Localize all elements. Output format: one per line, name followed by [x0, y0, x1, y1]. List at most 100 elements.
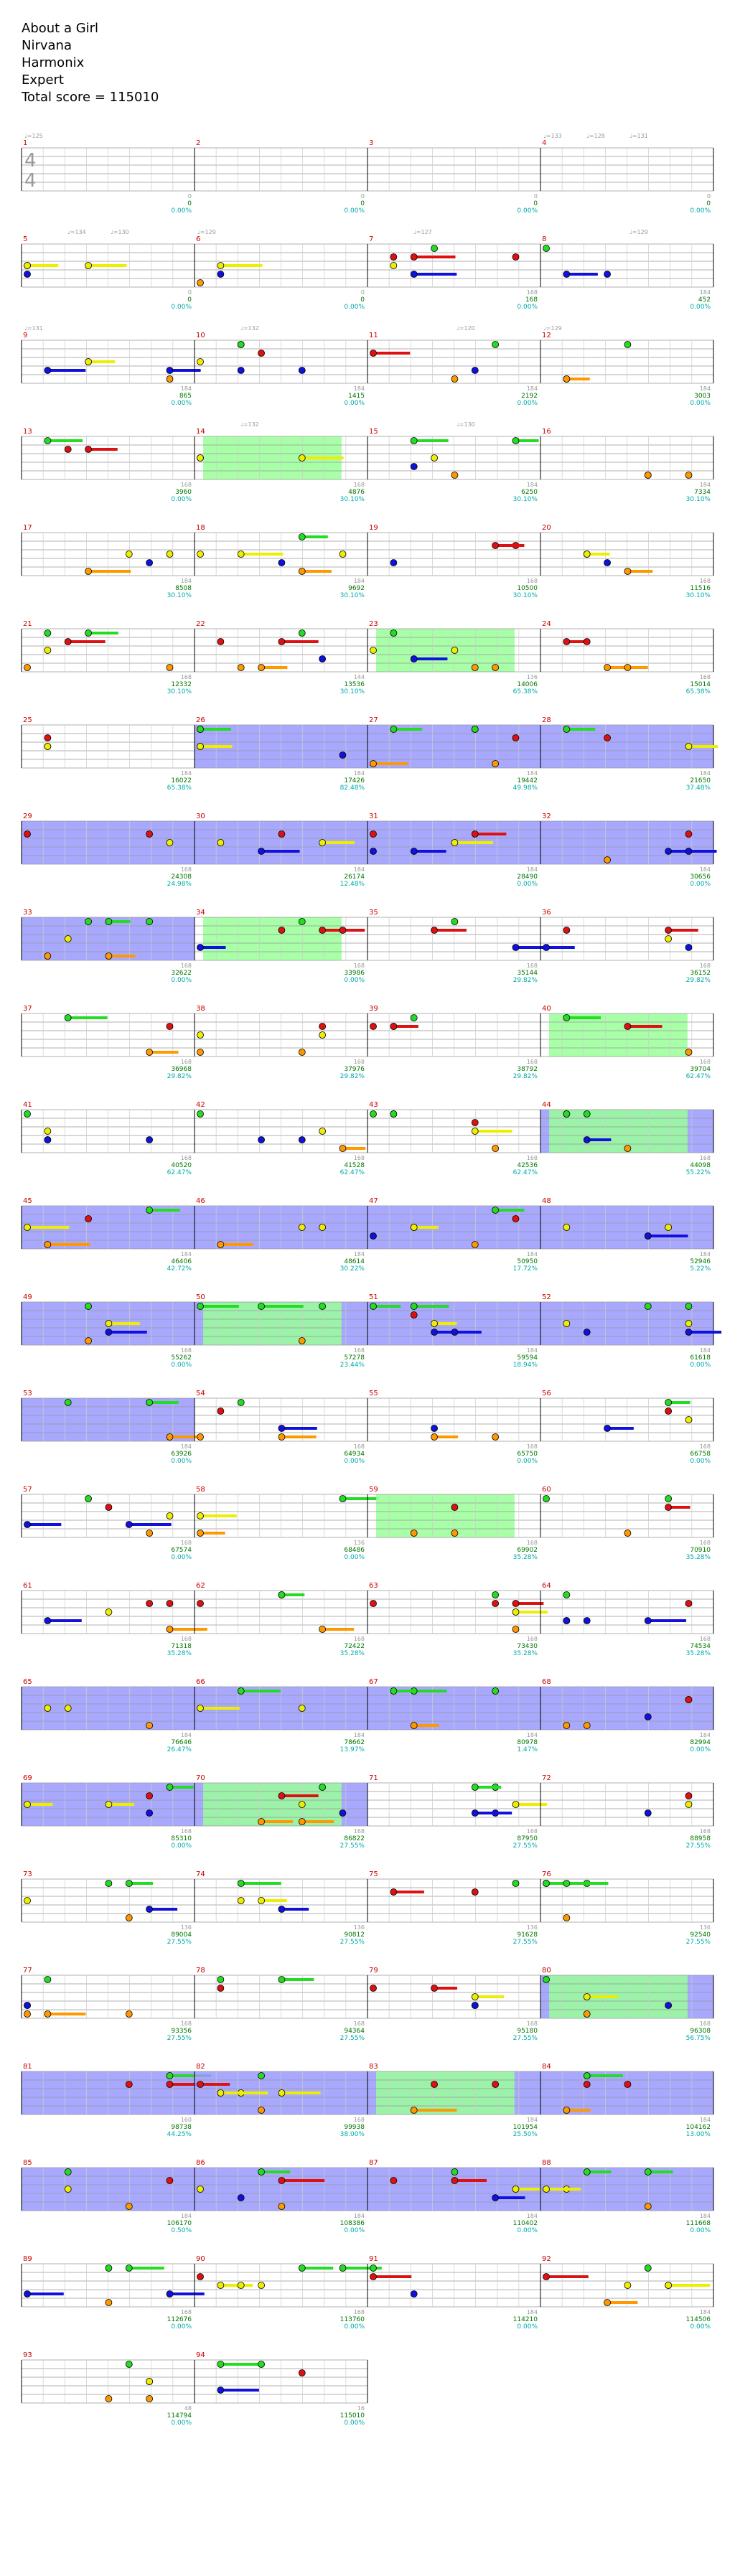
tempo-mark: ♩=132 — [240, 421, 259, 428]
sustain-tail — [647, 1619, 686, 1622]
overdrive-region — [549, 1975, 688, 2018]
measure-subtotal: 168 — [527, 963, 538, 969]
sustain-tail — [301, 2267, 334, 2270]
measure-number: 65 — [23, 1678, 32, 1686]
note-gem — [685, 1696, 693, 1703]
sustain-tail — [413, 2109, 457, 2112]
note-gem — [685, 1792, 693, 1799]
measure-subtotal: 168 — [700, 1443, 711, 1450]
measure-subtotal: 168 — [700, 1540, 711, 1546]
note-gem — [390, 2177, 398, 2184]
sustain-tail — [169, 2074, 212, 2077]
note-gem — [64, 2186, 72, 2193]
note-gem — [85, 1495, 92, 1502]
note-gem — [24, 1110, 31, 1118]
note-gem — [237, 1897, 245, 1904]
measure-number: 61 — [23, 1582, 32, 1590]
note-gem — [543, 1976, 550, 1983]
note-gem — [685, 830, 693, 838]
measure-number: 24 — [542, 620, 551, 628]
sustain-tail — [546, 2188, 581, 2191]
measure-number: 45 — [23, 1197, 32, 1205]
note-gem — [44, 629, 52, 637]
note-gem — [512, 1801, 520, 1808]
note-gem — [492, 760, 500, 767]
sustain-tail — [566, 2109, 591, 2112]
note-gem — [217, 2282, 225, 2289]
sustain-tail — [586, 553, 610, 556]
measure-subtotal: 168 — [181, 1155, 192, 1161]
overdrive-percent: 62.47% — [513, 1169, 538, 1176]
overdrive-percent: 0.00% — [517, 400, 538, 407]
overdrive-percent: 30.10% — [513, 496, 538, 503]
measure-number: 60 — [542, 1486, 551, 1494]
note-gem — [471, 1993, 479, 2000]
measure-score: 4876 — [348, 489, 365, 496]
overdrive-percent: 30.10% — [340, 592, 365, 599]
measure-subtotal: 168 — [181, 1540, 192, 1546]
note-gem — [390, 1023, 398, 1030]
overdrive-percent: 0.00% — [517, 1458, 538, 1465]
measure-number: 76 — [542, 1870, 551, 1878]
measure-number: 34 — [196, 909, 205, 917]
note-gem — [278, 2177, 286, 2184]
note-gem — [258, 1818, 265, 1825]
sustain-tail — [27, 1523, 62, 1526]
measure-subtotal: 168 — [354, 482, 365, 488]
note-gem — [492, 1591, 500, 1598]
measure-subtotal: 136 — [354, 1540, 365, 1546]
note-gem — [370, 830, 377, 838]
overdrive-percent: 27.55% — [340, 1842, 365, 1850]
overdrive-percent: 0.00% — [171, 1842, 192, 1850]
note-gem — [197, 1049, 204, 1056]
overdrive-percent: 0.00% — [171, 1554, 192, 1561]
chart-row: 731368900427.55%741369081227.55%75136916… — [21, 1870, 714, 1946]
measure-subtotal: 0 — [188, 193, 192, 200]
note-gem — [339, 2264, 347, 2272]
measure-score: 24308 — [171, 874, 192, 881]
note-gem — [543, 2186, 550, 2193]
game-name: Harmonix — [22, 55, 85, 70]
measure-subtotal: 184 — [700, 1732, 711, 1738]
note-gem — [197, 551, 204, 558]
measure-score: 865 — [179, 393, 192, 400]
measure-subtotal: 168 — [700, 1059, 711, 1065]
measure-number: 42 — [196, 1101, 205, 1109]
sustain-tail — [566, 378, 590, 380]
sustain-tail — [454, 2179, 487, 2182]
measure-subtotal: 168 — [354, 1443, 365, 1450]
overdrive-percent: 30.10% — [686, 592, 711, 599]
measure-score: 70910 — [690, 1547, 711, 1554]
measure-subtotal: 168 — [181, 1347, 192, 1354]
sustain-tail — [67, 640, 106, 643]
sustain-tail — [546, 946, 575, 949]
note-gem — [146, 1399, 154, 1406]
measure-score: 21650 — [690, 777, 711, 784]
overdrive-percent: 29.82% — [167, 1073, 192, 1080]
sustain-tail — [413, 1724, 439, 1727]
measure-score: 57278 — [344, 1354, 365, 1362]
note-gem — [217, 1976, 225, 1983]
measure-subtotal: 0 — [361, 289, 365, 296]
note-gem — [237, 2194, 245, 2201]
note-gem — [105, 1801, 113, 1808]
note-gem — [512, 1626, 520, 1633]
overdrive-percent: 44.25% — [167, 2131, 192, 2138]
note-gem — [197, 279, 204, 286]
note-gem — [237, 367, 245, 374]
sustain-tail — [281, 2092, 321, 2094]
note-gem — [471, 1119, 479, 1126]
measure-score: 72422 — [344, 1643, 365, 1650]
